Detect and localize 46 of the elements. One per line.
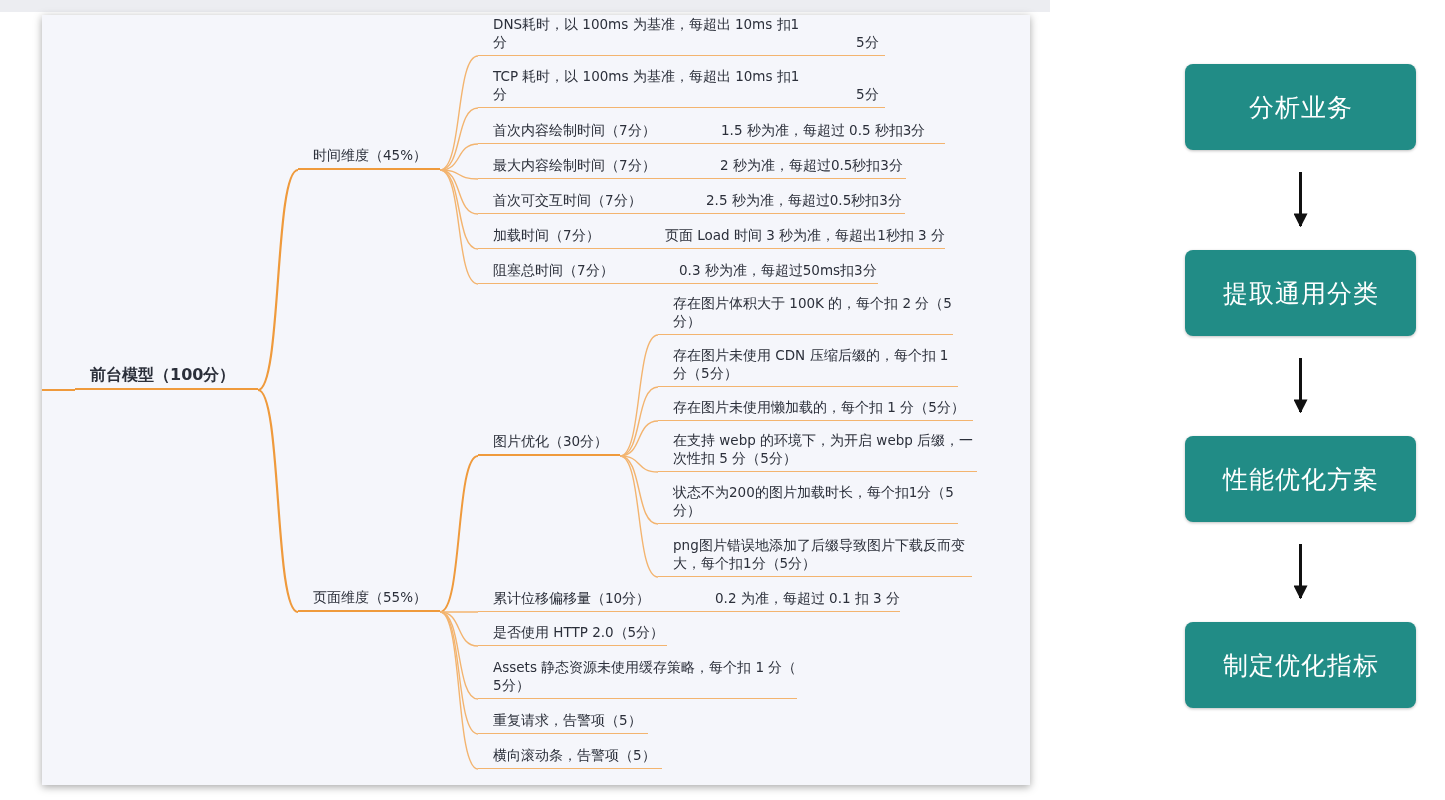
topic-text: png图片错误地添加了后缀导致图片下载反而变大，每个扣1分（5分）	[673, 536, 966, 572]
score-note: 0.3 秒为准，每超过50ms扣3分	[679, 261, 877, 279]
arrow	[1293, 172, 1308, 228]
branch-line	[619, 455, 659, 578]
branch-line	[439, 611, 479, 647]
score-note: 2 秒为准，每超过0.5秒扣3分	[720, 156, 903, 174]
arrow	[1293, 358, 1308, 414]
topic-text: Assets 静态资源未使用缓存策略，每个扣 1 分（ 5分）	[493, 658, 798, 694]
score-note: 5分	[856, 85, 879, 103]
score-note: 页面 Load 时间 3 秒为准，每超出1秒扣 3 分	[665, 226, 945, 244]
topic-text: 首次内容绘制时间（7分）	[493, 121, 657, 139]
step-box: 分析业务	[1185, 64, 1416, 150]
topic-text: DNS耗时，以 100ms 为基准，每超出 10ms 扣1 分	[493, 15, 801, 51]
branch-line	[257, 389, 299, 613]
topic-text: 在支持 webp 的环境下，为开启 webp 后缀，一次性扣 5 分（5分）	[673, 431, 975, 467]
topic-text: 是否使用 HTTP 2.0（5分）	[493, 623, 666, 641]
topic-text: 图片优化（30分）	[493, 432, 610, 450]
score-note: 1.5 秒为准，每超过 0.5 秒扣3分	[721, 121, 926, 139]
branch-line	[439, 169, 479, 285]
topic-text: 页面维度（55%）	[313, 588, 428, 606]
branch-line	[439, 611, 479, 613]
branch-line	[42, 388, 75, 392]
score-note: 0.2 为准，每超过 0.1 扣 3 分	[715, 589, 900, 607]
arrow	[1293, 544, 1308, 600]
branch-line	[439, 169, 479, 215]
topic-text: 前台模型（100分）	[90, 366, 237, 384]
topic-text: 状态不为200的图片加载时长，每个扣1分（5 分）	[673, 483, 955, 519]
score-note: 2.5 秒为准，每超过0.5秒扣3分	[706, 191, 902, 209]
branch-line	[439, 455, 479, 613]
topic-text: TCP 耗时，以 100ms 为基准，每超出 10ms 扣1 分	[493, 67, 801, 103]
step-box: 提取通用分类	[1185, 250, 1416, 336]
topic-text: 累计位移偏移量（10分）	[493, 589, 652, 607]
topic-text: 阻塞总时间（7分）	[493, 261, 615, 279]
step-box: 性能优化方案	[1185, 436, 1416, 522]
topic-text: 存在图片未使用懒加载的，每个扣 1 分（5分）	[673, 398, 966, 416]
step-box: 制定优化指标	[1185, 622, 1416, 708]
topic-text: 重复请求，告警项（5）	[493, 711, 643, 729]
topic-text: 最大内容绘制时间（7分）	[493, 156, 657, 174]
topic-text: 加载时间（7分）	[493, 226, 601, 244]
topic-text: 存在图片未使用 CDN 压缩后缀的，每个扣 1 分（5分）	[673, 346, 950, 382]
branch-line	[439, 611, 479, 770]
score-note: 5分	[856, 33, 879, 51]
topic-text: 存在图片体积大于 100K 的，每个扣 2 分（5 分）	[673, 294, 953, 330]
topic-text: 时间维度（45%）	[313, 146, 428, 164]
topic-text: 横向滚动条，告警项（5）	[493, 746, 657, 764]
branch-line	[257, 169, 299, 391]
